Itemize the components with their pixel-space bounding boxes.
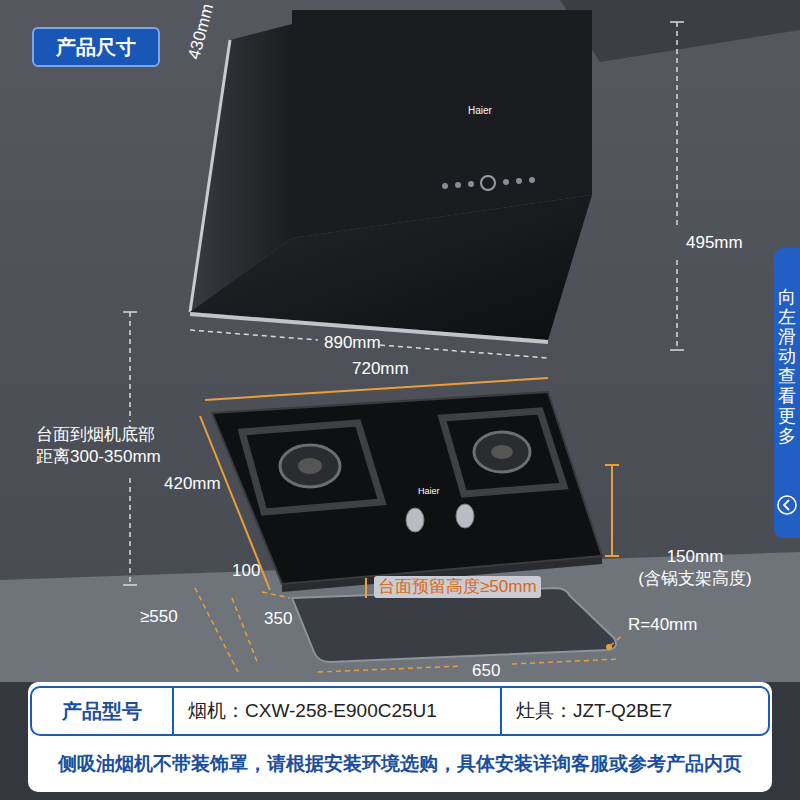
node-text: 灶具：JZT-Q2BE7 <box>516 698 672 724</box>
node-text: 产品尺寸 <box>56 34 136 61</box>
brand-logo: Haier <box>418 486 440 498</box>
dimension-label: 台面到烟机底部 距离300-350mm <box>36 424 172 468</box>
pot-stand <box>242 423 382 512</box>
brand-logo: Haier <box>468 104 492 117</box>
orange-dimension-lines <box>200 378 619 598</box>
bottom-ground <box>0 682 800 800</box>
side-tab: 向左滑动查看更多 <box>774 248 800 538</box>
table-cell: 灶具：JZT-Q2BE7 <box>502 688 770 734</box>
dimension-label: ≥550 <box>140 606 178 628</box>
dimension-label: 650 <box>472 660 500 682</box>
spec-panel <box>28 682 772 792</box>
dimension-lines <box>130 22 677 585</box>
burner <box>474 432 530 472</box>
dimension-label: 100 <box>232 560 260 582</box>
title-badge: 产品尺寸 <box>32 27 160 67</box>
orange-dashed-lines <box>195 588 624 672</box>
note-label: 台面预留高度≥50mm <box>374 576 541 598</box>
table-cell: 烟机：CXW-258-E900C25U1 <box>174 688 500 734</box>
dimension-label: 890mm <box>324 332 381 354</box>
hood-buttons <box>442 177 535 189</box>
radius-marker <box>606 644 612 650</box>
dimension-label: 720mm <box>352 358 409 380</box>
counter-cutout <box>292 588 616 662</box>
table-divider <box>500 688 502 734</box>
table-divider <box>172 688 174 734</box>
knob <box>456 504 474 528</box>
burner-cap <box>298 458 322 474</box>
arrow-icon <box>776 494 798 516</box>
node-text: 产品型号 <box>62 698 142 725</box>
burner-cap <box>491 445 513 459</box>
node-text: 向左滑动查看更多 <box>778 288 796 446</box>
node-text: 侧吸油烟机不带装饰罩，请根据安装环境选购，具体安装详询客服或参考产品内页 <box>58 751 742 777</box>
note-band: 侧吸油烟机不带装饰罩，请根据安装环境选购，具体安装详询客服或参考产品内页 <box>32 740 768 788</box>
dimension-label: 495mm <box>686 232 743 254</box>
dimension-label: 350 <box>264 608 292 630</box>
table-header-cell: 产品型号 <box>32 688 172 734</box>
knob <box>406 508 424 532</box>
dimension-label: 420mm <box>164 473 221 495</box>
dimension-label: 430mm <box>183 1 219 61</box>
dimension-label: R=40mm <box>628 614 697 636</box>
burner <box>280 445 340 487</box>
cooktop-glass <box>212 392 602 584</box>
hood-power-ring <box>481 176 495 190</box>
ceiling <box>560 0 800 62</box>
dimension-ticks <box>123 22 684 585</box>
dimension-label: 150mm (含锅支架高度) <box>620 546 770 590</box>
pot-stand <box>442 411 564 494</box>
hood-edge <box>190 40 230 312</box>
node-text: 烟机：CXW-258-E900C25U1 <box>188 698 437 724</box>
